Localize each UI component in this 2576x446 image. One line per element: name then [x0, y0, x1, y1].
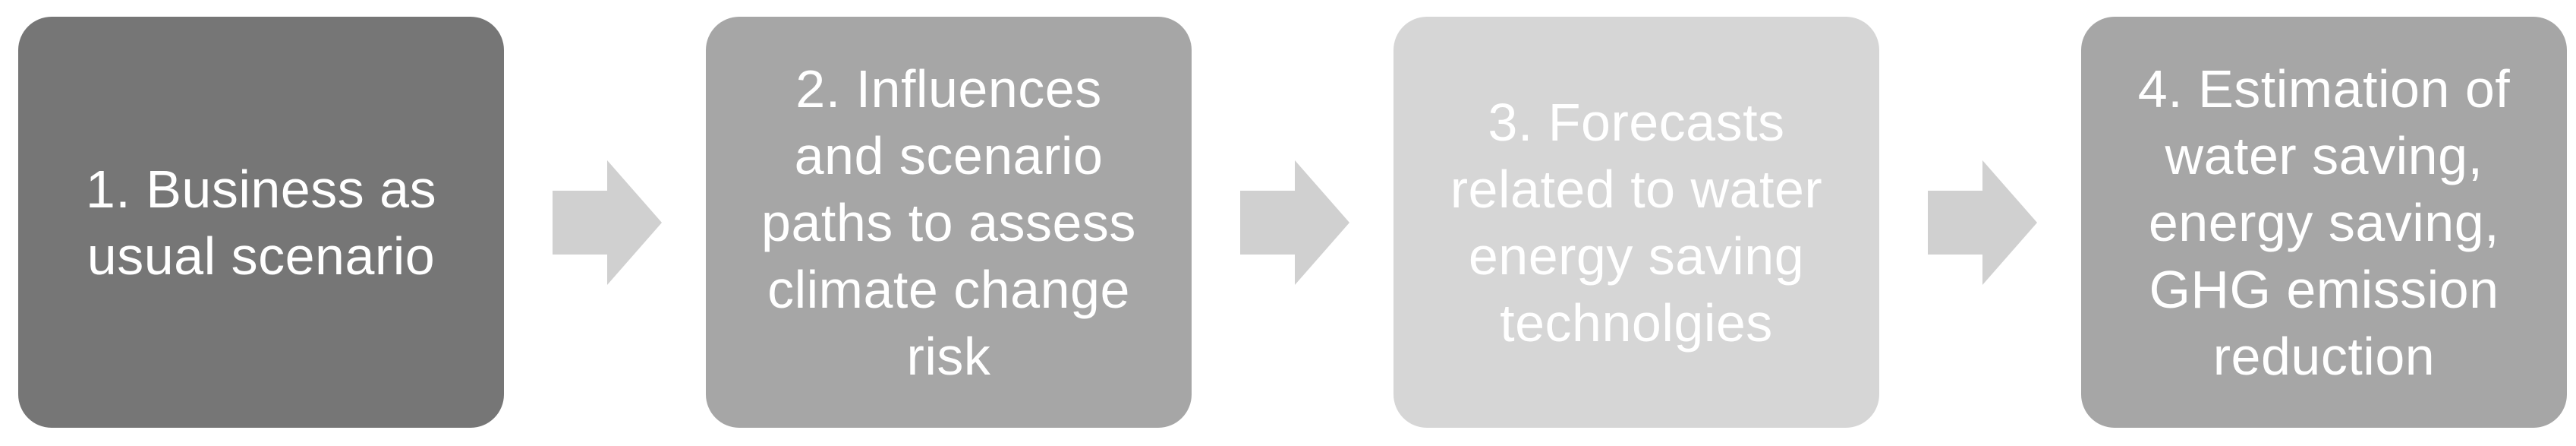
- step-2-label: 2. Influences and scenario paths to asse…: [761, 59, 1136, 386]
- step-4-label: 4. Estimation of water saving, energy sa…: [2137, 59, 2511, 386]
- right-arrow-icon: [1928, 160, 2037, 285]
- right-arrow-icon: [1240, 160, 1349, 285]
- right-arrow-icon: [553, 160, 662, 285]
- step-3-box: 3. Forecasts related to water energy sav…: [1393, 17, 1879, 428]
- step-4-box: 4. Estimation of water saving, energy sa…: [2081, 17, 2567, 428]
- step-3-label: 3. Forecasts related to water energy sav…: [1450, 92, 1823, 353]
- step-2-box: 2. Influences and scenario paths to asse…: [706, 17, 1192, 428]
- step-1-label: 1. Business as usual scenario: [85, 159, 437, 286]
- step-1-box: 1. Business as usual scenario: [18, 17, 504, 428]
